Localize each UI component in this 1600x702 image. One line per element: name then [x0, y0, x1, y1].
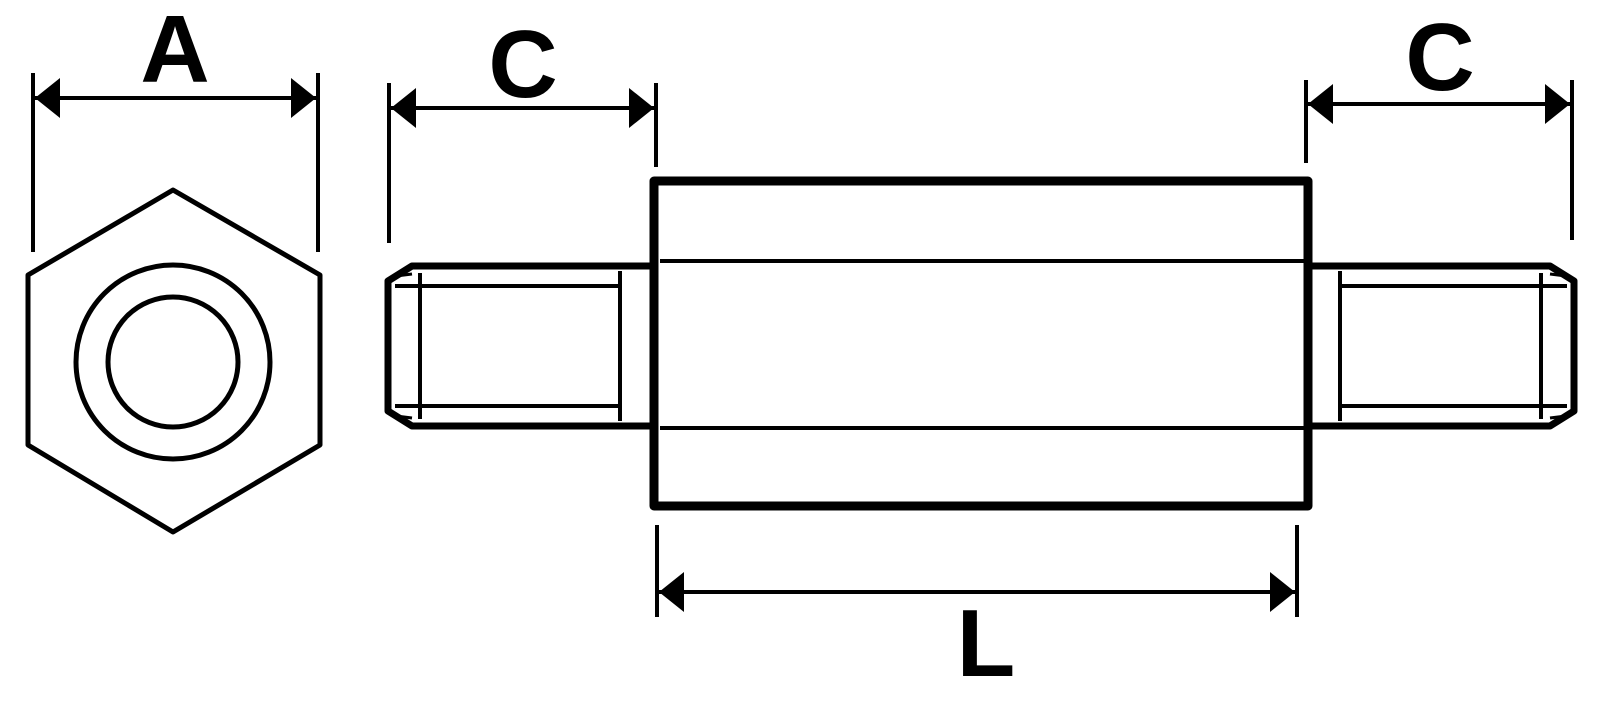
dimension-c-left-arrowhead-start [391, 88, 416, 128]
hex-body-outline [649, 176, 1313, 511]
dimension-c-left [387, 83, 658, 243]
right-stud-outline [1308, 262, 1578, 430]
dimension-c-right-arrowhead-end [1545, 84, 1570, 124]
standoff-side-view [384, 176, 1578, 511]
dimension-c-right [1304, 80, 1574, 240]
hexagon-outline [25, 187, 323, 535]
right-stud-chamfer-upper [1549, 272, 1567, 278]
right-threaded-stud [1308, 262, 1578, 430]
dimension-a [31, 73, 320, 252]
left-stud-chamfer-lower [395, 414, 413, 420]
left-threaded-stud [384, 262, 654, 430]
dimension-l [655, 525, 1299, 617]
left-stud-chamfer-upper [395, 272, 413, 278]
inner-bore-circle [105, 294, 241, 430]
right-stud-chamfer-lower [1549, 414, 1567, 420]
outer-shoulder-circle [73, 262, 273, 462]
left-stud-outline [384, 262, 654, 430]
hex-body [649, 176, 1313, 511]
dimension-a-label: A [140, 0, 209, 103]
dimension-c-left-arrowhead-end [629, 88, 654, 128]
dimension-c-right-arrowhead-start [1308, 84, 1333, 124]
dimension-l-arrowhead-right [1270, 572, 1295, 612]
dimension-c-left-label: C [488, 11, 557, 118]
hex-end-view [25, 187, 323, 535]
dimension-c-right-label: C [1405, 4, 1474, 111]
dimension-l-label: L [957, 590, 1016, 697]
dimension-a-arrowhead-left [35, 78, 60, 118]
dimension-a-arrowhead-right [291, 78, 316, 118]
dimension-l-arrowhead-left [659, 572, 684, 612]
